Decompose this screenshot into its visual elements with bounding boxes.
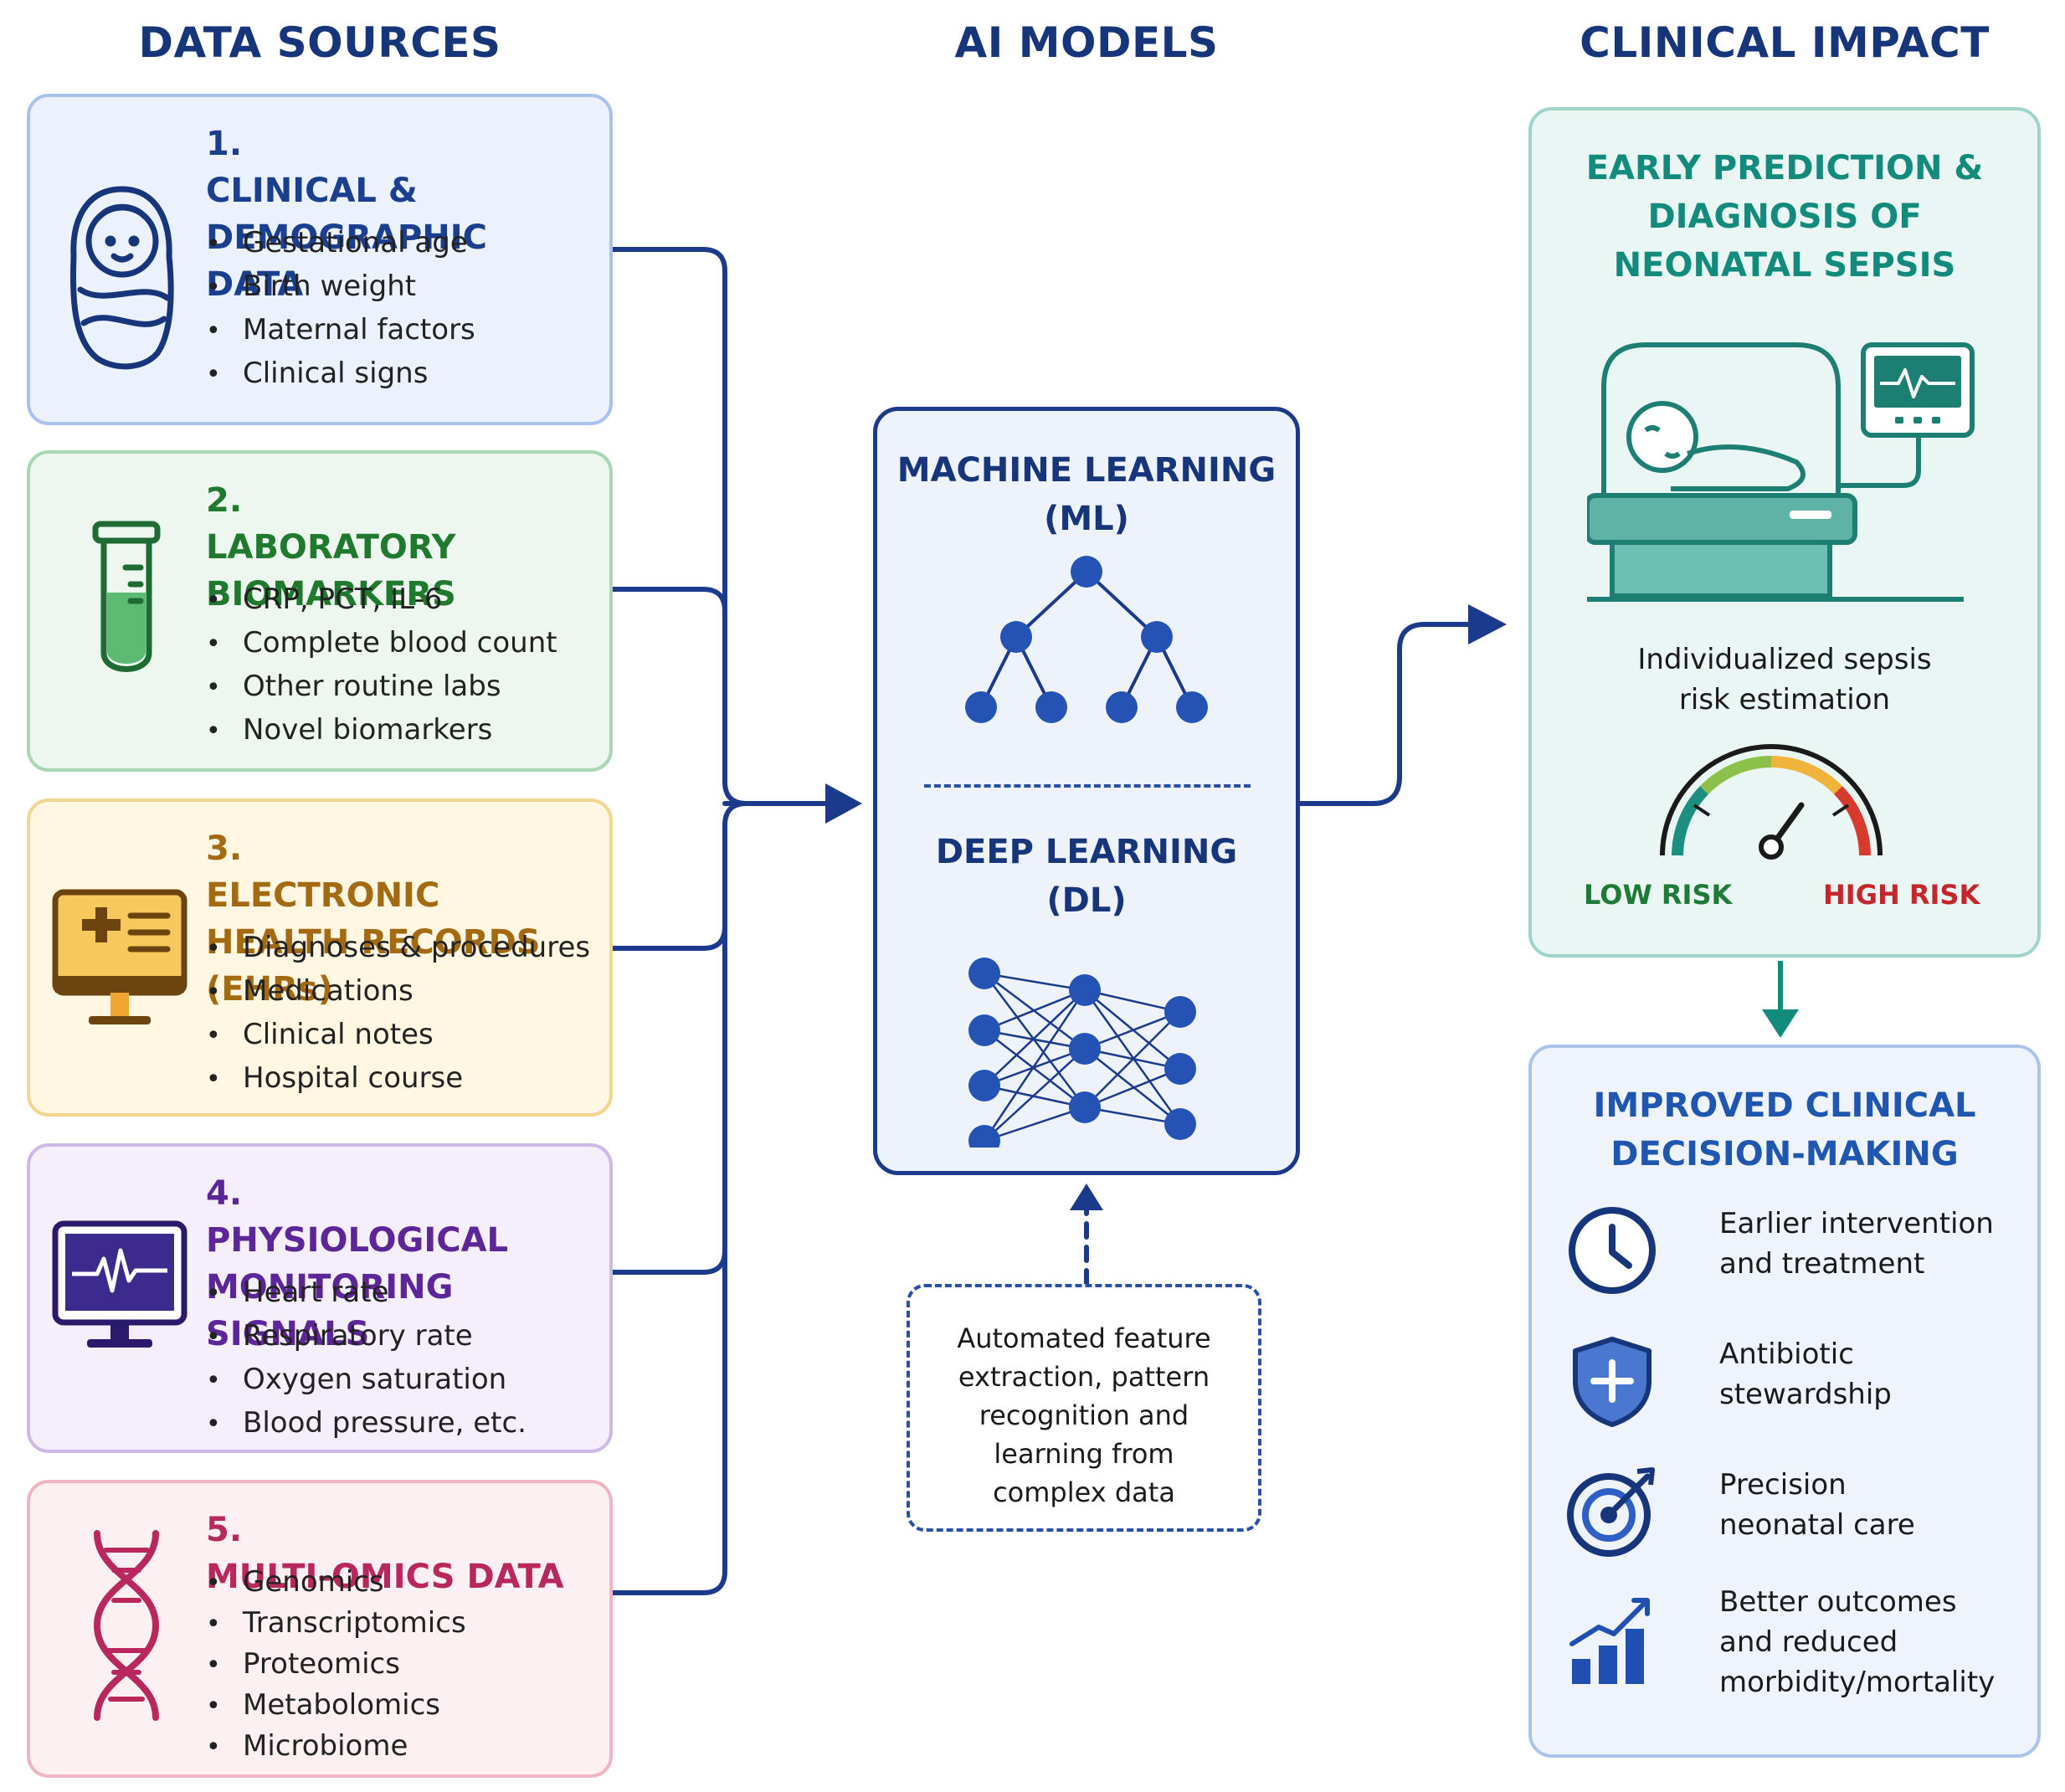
list-item: Transcriptomics [206, 1603, 466, 1644]
list-item: Maternal factors [206, 308, 475, 352]
list-item: Blood pressure, etc. [206, 1401, 527, 1445]
list-item: Respiratory rate [206, 1314, 527, 1358]
list-item: Oxygen saturation [206, 1358, 527, 1401]
ml-title: MACHINE LEARNING (ML) [896, 451, 1276, 538]
incubator-icon [1587, 342, 1975, 602]
connector-source-4 [610, 1248, 727, 1275]
target-icon [1567, 1467, 1655, 1557]
neural-network-icon [968, 958, 1196, 1148]
decision-item-text: Precision neonatal care [1719, 1468, 1915, 1542]
list-item: Clinical notes [206, 1013, 590, 1056]
arrowhead-feature-up [1070, 1184, 1103, 1210]
note-line: Automated feature [957, 1322, 1211, 1354]
decision-item-text: Antibiotic stewardship [1719, 1338, 1892, 1411]
source-card-clinical: 1.CLINICAL & DEMOGRAPHIC DATA Gestationa… [27, 94, 613, 425]
test-tube-icon [92, 521, 161, 672]
data-sources-header: DATA SOURCES [138, 18, 501, 67]
arrowhead-to-models [825, 783, 862, 824]
list-item: Microbiome [206, 1726, 466, 1767]
source-card-omics: 5.MULTI-OMICS DATA Genomics Transcriptom… [27, 1480, 613, 1778]
connector-source-1 [610, 247, 749, 806]
source-1-list: Gestational age Birth weight Maternal fa… [206, 221, 475, 395]
list-item: Proteomics [206, 1644, 466, 1685]
list-item: Complete blood count [206, 621, 557, 665]
decision-item: Precision neonatal care [1565, 1465, 2034, 1582]
connector-to-impact [1297, 622, 1476, 806]
dl-title: DEEP LEARNING (DL) [935, 833, 1238, 920]
note-line: recognition and [979, 1399, 1189, 1431]
early-prediction-title: EARLY PREDICTION & DIAGNOSIS OF NEONATAL… [1585, 149, 1984, 285]
source-card-laboratory: 2.LABORATORY BIOMARKERS CRP, PCT, IL-6 C… [27, 450, 613, 772]
decision-making-title: IMPROVED CLINICAL DECISION-MAKING [1593, 1086, 1976, 1173]
ai-divider [924, 784, 1251, 788]
decision-item: Antibiotic stewardship [1565, 1334, 2034, 1451]
decision-item-text: Earlier intervention and treatment [1719, 1207, 1994, 1281]
note-line: learning from [994, 1438, 1174, 1470]
risk-gauge-icon [1660, 744, 1883, 860]
arrowhead-to-decision [1762, 1009, 1799, 1038]
list-item: Hospital course [206, 1056, 590, 1100]
dna-icon [93, 1530, 160, 1721]
decision-item: Earlier intervention and treatment [1565, 1204, 2034, 1321]
connector-source-3 [610, 924, 727, 951]
decision-item-text: Better outcomes and reduced morbidity/mo… [1719, 1585, 1996, 1699]
ehr-monitor-icon [52, 889, 187, 1024]
list-item: Genomics [206, 1562, 466, 1603]
ai-models-header: AI MODELS [954, 18, 1219, 67]
list-item: Novel biomarkers [206, 708, 557, 752]
note-line: extraction, pattern [958, 1361, 1210, 1393]
low-risk-label: LOW RISK [1584, 879, 1733, 911]
clock-icon [1569, 1207, 1656, 1294]
shield-icon [1573, 1337, 1651, 1427]
source-2-list: CRP, PCT, IL-6 Complete blood count Othe… [206, 578, 557, 752]
bar-chart-icon [1569, 1598, 1650, 1684]
source-5-list: Genomics Transcriptomics Proteomics Meta… [206, 1562, 466, 1767]
list-item: Medications [206, 969, 590, 1013]
arrowhead-to-impact [1468, 604, 1507, 644]
list-item: Clinical signs [206, 352, 475, 395]
note-line: complex data [993, 1476, 1175, 1508]
decision-item: Better outcomes and reduced morbidity/mo… [1565, 1585, 2034, 1712]
ai-models-panel: MACHINE LEARNING (ML) DEEP LEARNING (DL) [873, 407, 1300, 1175]
list-item: Diagnoses & procedures [206, 926, 590, 969]
list-item: Gestational age [206, 221, 475, 264]
list-item: CRP, PCT, IL-6 [206, 578, 557, 621]
connector-source-5 [610, 801, 749, 1595]
decision-tree-icon [965, 556, 1208, 723]
decision-making-panel: IMPROVED CLINICAL DECISION-MAKING Earlie… [1528, 1045, 2041, 1758]
clinical-impact-header: CLINICAL IMPACT [1580, 18, 1990, 67]
feature-extraction-note: Automated feature extraction, pattern re… [907, 1284, 1261, 1532]
early-prediction-panel: EARLY PREDICTION & DIAGNOSIS OF NEONATAL… [1528, 107, 2041, 958]
source-card-physiological: 4.PHYSIOLOGICAL MONITORING SIGNALS Heart… [27, 1143, 613, 1453]
vitals-monitor-icon [52, 1220, 187, 1348]
risk-caption: Individualized sepsis risk estimation [1637, 643, 1932, 716]
source-4-list: Heart rate Respiratory rate Oxygen satur… [206, 1271, 527, 1445]
list-item: Metabolomics [206, 1685, 466, 1726]
connector-source-2 [610, 587, 727, 614]
list-item: Heart rate [206, 1271, 527, 1314]
list-item: Birth weight [206, 264, 475, 308]
source-card-ehr: 3.ELECTRONIC HEALTH RECORDS (EHRs) Diagn… [27, 798, 613, 1117]
source-3-list: Diagnoses & procedures Medications Clini… [206, 926, 590, 1100]
swaddled-baby-icon [69, 186, 174, 370]
list-item: Other routine labs [206, 665, 557, 708]
high-risk-label: HIGH RISK [1823, 879, 1980, 911]
